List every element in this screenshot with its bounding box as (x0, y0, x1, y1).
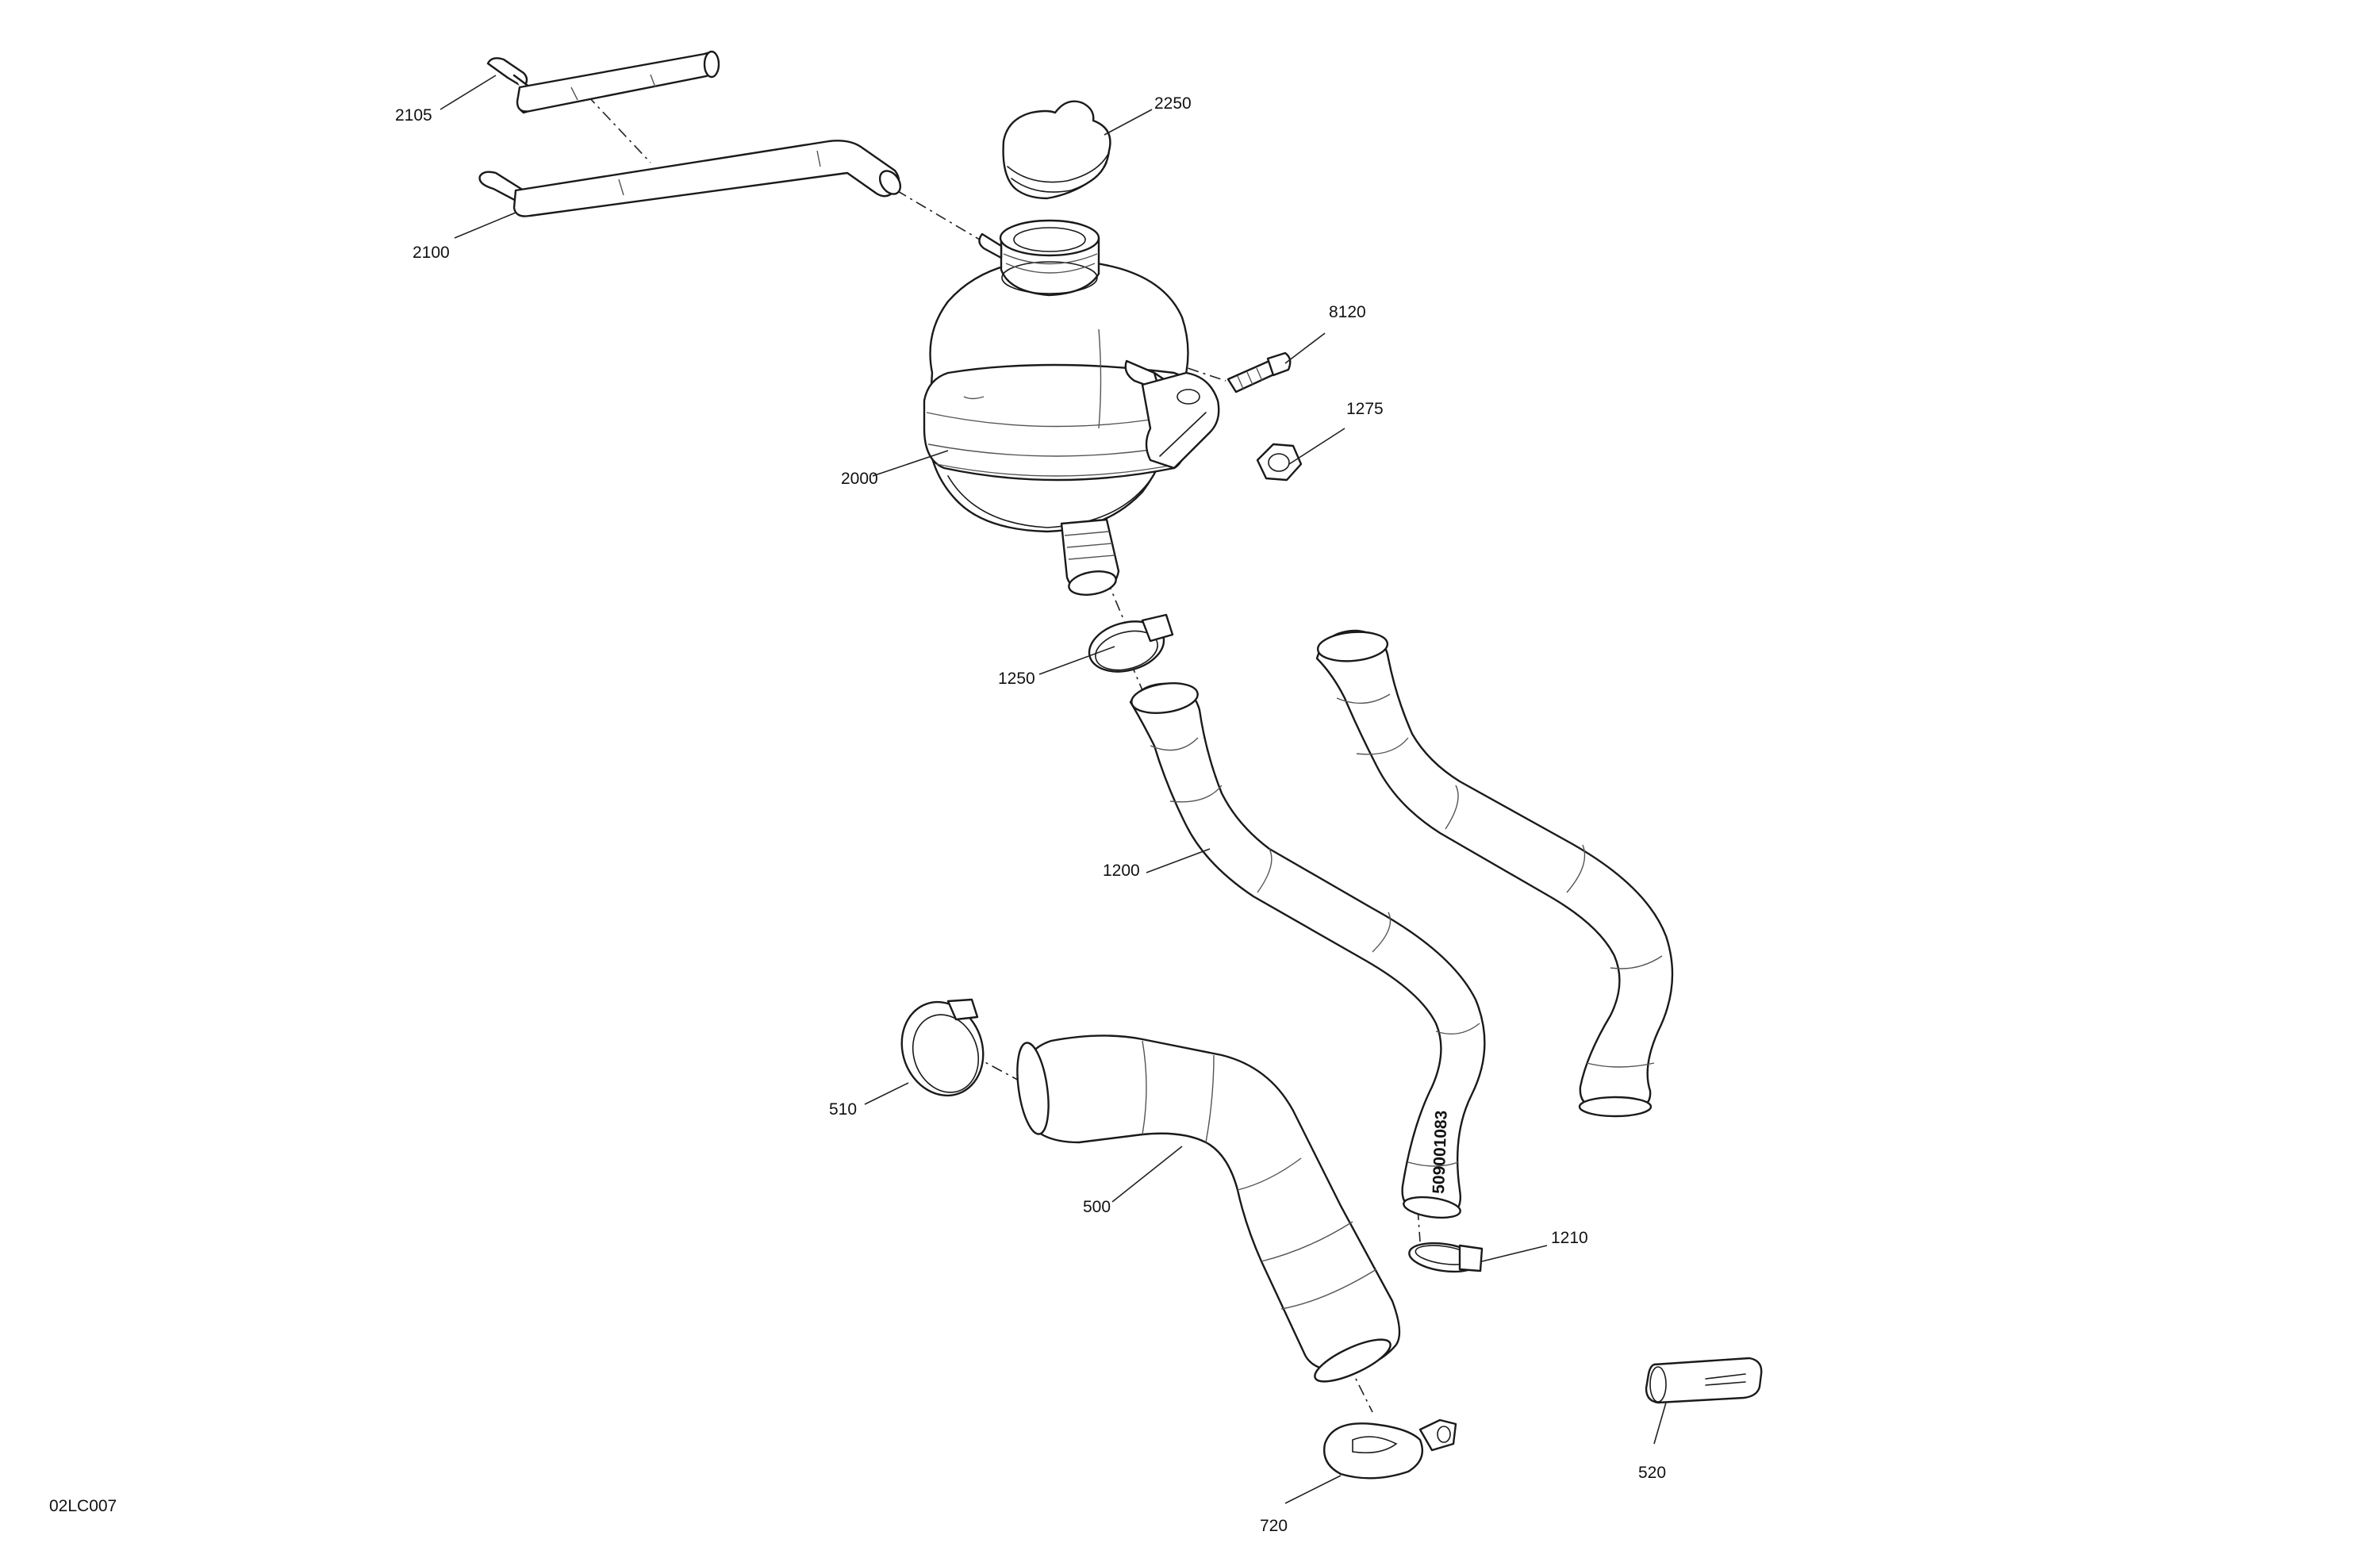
nut-1275 (1256, 443, 1303, 482)
callout-labels: 2105 2100 2250 8120 1275 2000 1250 1200 … (395, 94, 1666, 1535)
hose-clamp-510 (900, 998, 985, 1097)
callout-1250: 1250 (998, 670, 1035, 688)
callout-2250: 2250 (1154, 94, 1192, 113)
coolant-hose-1200: 509001083 (1129, 682, 1486, 1219)
hose-clamp-1210 (1408, 1242, 1484, 1273)
vent-tube-2100 (478, 140, 902, 217)
coolant-hose-alternate (1315, 629, 1674, 1118)
leader-lines (440, 75, 1667, 1504)
screw-8120 (1226, 351, 1292, 393)
callout-1275: 1275 (1346, 400, 1384, 418)
hose-clamp-520 (1645, 1357, 1763, 1404)
figure-code: 02LC007 (49, 1497, 117, 1515)
expansion-tank-2000 (923, 219, 1220, 596)
hose-part-marking: 509001083 (1430, 1110, 1451, 1194)
coolant-hose-500 (1016, 1034, 1401, 1383)
callout-8120: 8120 (1329, 303, 1366, 321)
callout-2000: 2000 (841, 470, 878, 488)
hose-clamp-720 (1323, 1418, 1457, 1480)
callout-1210: 1210 (1551, 1229, 1588, 1247)
callout-720: 720 (1260, 1517, 1288, 1535)
callout-1200: 1200 (1103, 862, 1140, 880)
callout-500: 500 (1083, 1198, 1111, 1216)
callout-520: 520 (1638, 1464, 1666, 1482)
hose-clamp-1250 (1088, 613, 1174, 673)
vent-tube-2105 (486, 50, 720, 114)
callout-2100: 2100 (413, 244, 450, 262)
pressure-cap-2250 (1002, 100, 1111, 200)
callout-510: 510 (829, 1100, 857, 1119)
callout-2105: 2105 (395, 106, 432, 125)
